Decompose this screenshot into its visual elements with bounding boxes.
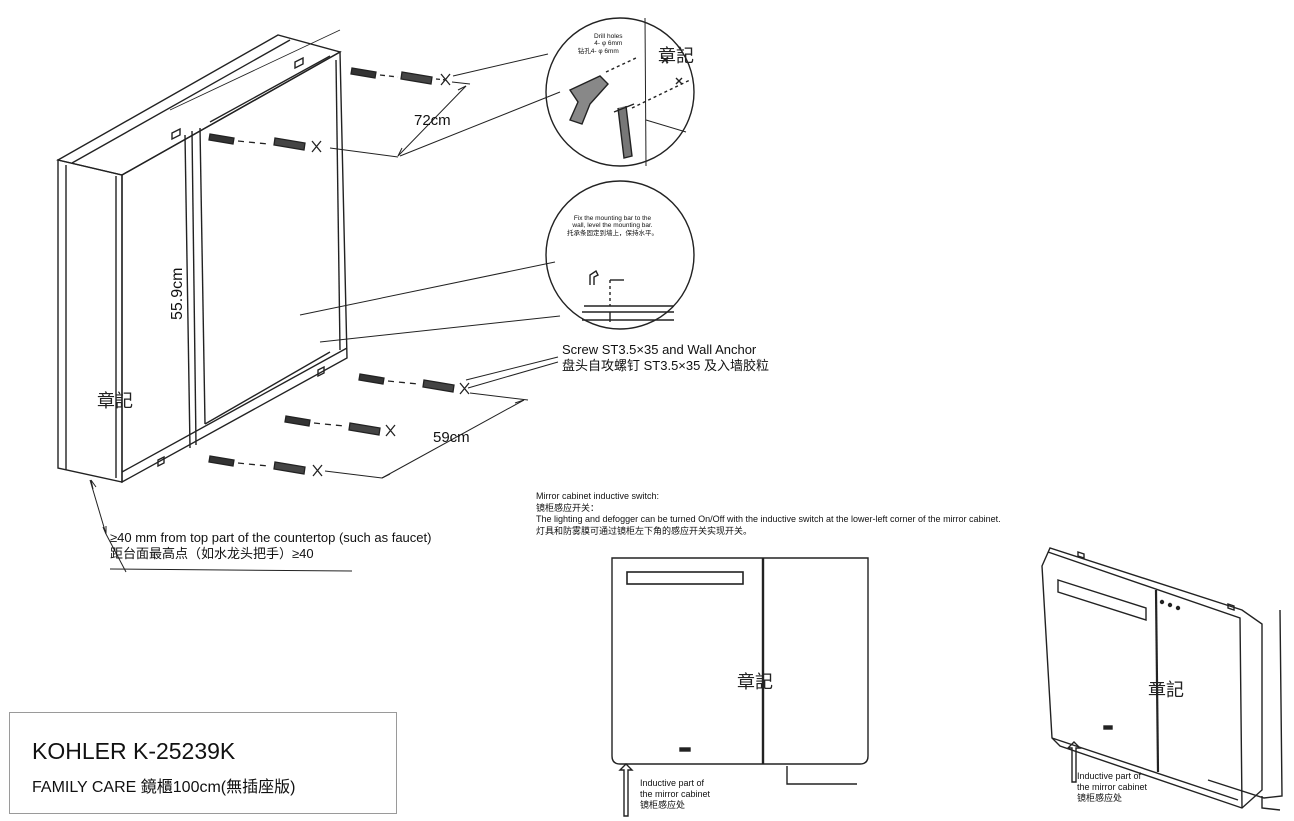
watermark-1: 章記 [97,391,133,411]
screw-row-1 [350,67,451,86]
switch-note-line-1: Mirror cabinet inductive switch: [536,491,660,501]
switch-note: Mirror cabinet inductive switch: 镜柜感应开关：… [536,491,1001,538]
watermark-4: 章記 [1148,680,1184,700]
dimension-lines [89,81,529,573]
inductive-persp-line-3: 镜柜感应处 [1077,792,1123,803]
countertop-note-zh: 距台面最高点（如水龙头把手）≥40 [110,546,314,562]
perspective-view-cabinet [1041,547,1283,811]
cabinet-drawing [56,29,348,484]
screw-label-zh: 盘头自攻螺钉 ST3.5×35 及入墙胶粒 [562,358,769,374]
product-model: KOHLER K-25239K [32,738,236,764]
watermark-2: 章記 [658,46,694,66]
product-name: FAMILY CARE 鏡櫃100cm(無插座版) [32,779,296,796]
switch-note-line-3: The lighting and defogger can be turned … [536,514,1001,525]
dimension-width-top: 72cm [414,112,451,129]
inductive-persp-line-2: the mirror cabinet [1077,781,1148,792]
drill-line-2: 4- φ 6mm [594,40,623,48]
screw-row-4 [284,415,396,437]
drill-line-3: 钻孔4- φ 6mm [577,47,619,55]
mounting-callout: Fix the mounting bar to the wall, level … [567,215,658,237]
drill-callout: Drill holes 4- φ 6mm 钻孔4- φ 6mm [578,33,623,55]
mounting-line-2: wall, level the mounting bar. [572,222,653,230]
inductive-label-front: Inductive part of the mirror cabinet 镜柜感… [640,778,710,810]
mounting-detail [545,180,695,330]
inductive-front-line-1: Inductive part of [640,778,705,788]
mounting-line-1: Fix the mounting bar to the [573,215,652,222]
dimension-height: 55.9cm [169,267,186,320]
screw-row-3 [358,373,470,395]
dimension-width-bottom: 59cm [433,429,470,446]
screw-row-2 [208,133,322,153]
drill-line-1: Drill holes [594,33,623,40]
leader-lines [299,53,561,389]
screw-label: Screw ST3.5×35 and Wall Anchor 盘头自攻螺钉 ST… [562,342,769,375]
inductive-label-perspective: Inductive part of the mirror cabinet 镜柜感… [1077,771,1147,803]
screws [208,67,470,477]
drill-detail [545,17,695,167]
watermark-3: 章記 [737,672,773,692]
product-info-box: KOHLER K-25239K FAMILY CARE 鏡櫃100cm(無插座版… [9,712,397,814]
switch-note-line-2: 镜柜感应开关： [536,502,600,513]
screw-row-5 [208,455,323,477]
inductive-persp-line-1: Inductive part of [1077,771,1142,781]
switch-note-line-4: 灯具和防雾膜可通过镜柜左下角的感应开关实现开关。 [536,526,753,537]
front-view-cabinet [611,557,869,817]
countertop-note: ≥40 mm from top part of the countertop (… [110,530,431,563]
screw-label-en: Screw ST3.5×35 and Wall Anchor [562,342,757,357]
countertop-note-en: ≥40 mm from top part of the countertop (… [110,530,432,545]
mounting-line-3: 托承条固定到墙上，保持水平。 [567,229,658,237]
inductive-front-line-3: 镜柜感应处 [640,799,686,810]
inductive-front-line-2: the mirror cabinet [640,788,711,799]
